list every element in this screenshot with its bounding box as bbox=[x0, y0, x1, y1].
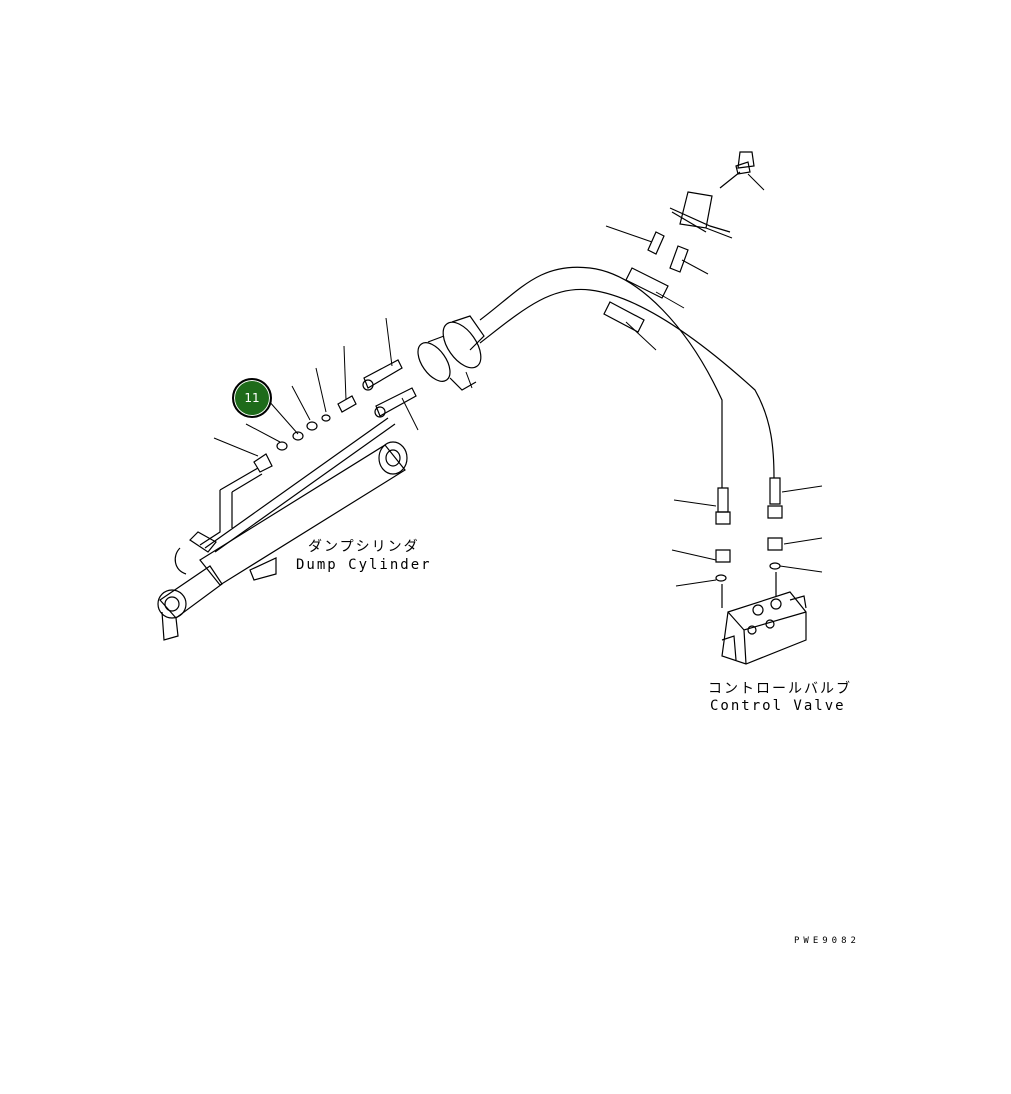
valve-fittings bbox=[716, 478, 782, 608]
hose-clamps bbox=[412, 316, 489, 390]
top-bracket-assembly bbox=[604, 152, 754, 332]
drawing-code: PWE9082 bbox=[794, 936, 860, 946]
dump-cylinder-label-jp: ダンプシリンダ bbox=[308, 539, 420, 555]
hydraulic-hoses bbox=[205, 267, 774, 552]
control-valve bbox=[722, 592, 806, 664]
callout-11[interactable]: 11 bbox=[232, 378, 272, 418]
leader-lines bbox=[214, 174, 822, 586]
control-valve-label-en: Control Valve bbox=[710, 698, 846, 714]
dump-cylinder-label-en: Dump Cylinder bbox=[296, 557, 432, 573]
dump-cylinder bbox=[158, 442, 407, 640]
control-valve-label-jp: コントロールバルブ bbox=[708, 681, 852, 697]
fittings bbox=[200, 360, 416, 545]
